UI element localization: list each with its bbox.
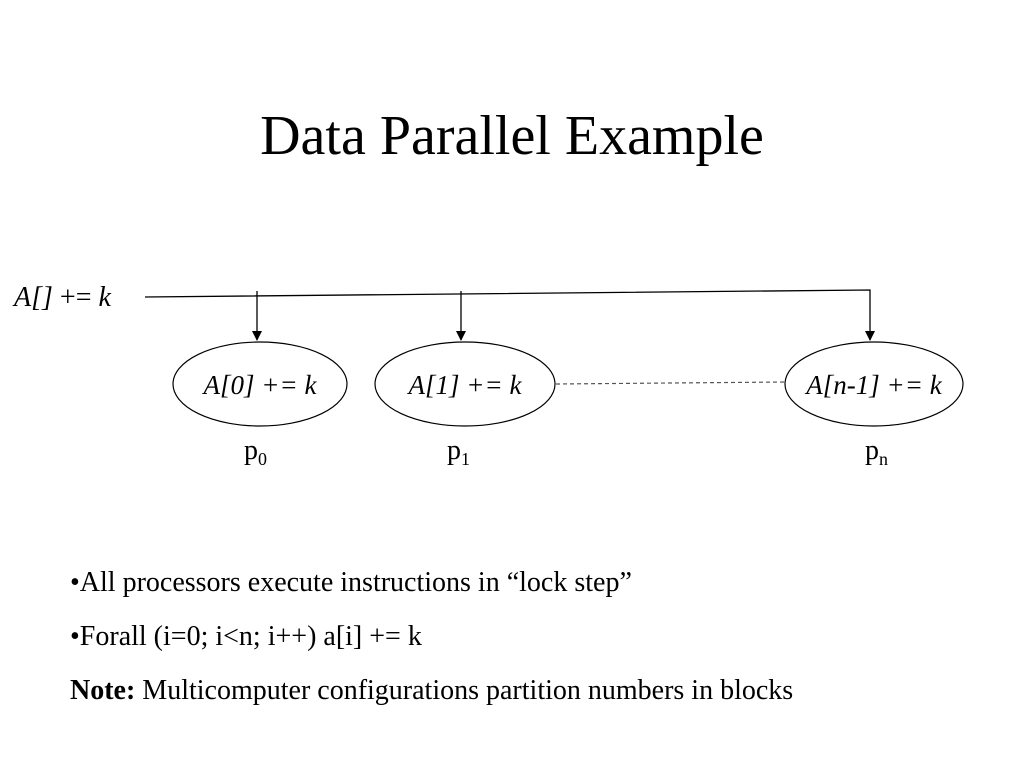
bullet-forall: •Forall (i=0; i<n; i++) a[i] += k bbox=[70, 621, 422, 652]
dashed-ellipsis-link bbox=[555, 381, 787, 385]
source-label-name: A bbox=[12, 282, 32, 313]
source-label-var: k bbox=[99, 282, 112, 313]
bullet-lock-step: •All processors execute instructions in … bbox=[70, 567, 632, 598]
processor-node-1 bbox=[374, 341, 556, 427]
processor-node-0 bbox=[172, 341, 348, 427]
slide-title: Data Parallel Example bbox=[260, 105, 764, 167]
broadcast-line bbox=[144, 289, 875, 341]
processor-label-1: p1 bbox=[447, 435, 470, 469]
processor-label-n: pn bbox=[865, 435, 888, 469]
source-label: A[] += k bbox=[12, 282, 112, 313]
bullet-list: •All processors execute instructions in … bbox=[70, 556, 1010, 718]
processor-expr-0: A[0] += k bbox=[202, 370, 318, 400]
note-text: Multicomputer configurations partition n… bbox=[135, 675, 794, 706]
note-label: Note: bbox=[70, 675, 136, 706]
processor-label-0: p0 bbox=[244, 435, 267, 469]
processor-expr-1: A[1] += k bbox=[407, 370, 523, 400]
source-label-op: += bbox=[53, 282, 99, 313]
processor-node-n bbox=[784, 341, 964, 427]
note-line: Note: Multicomputer configurations parti… bbox=[70, 664, 1010, 718]
processor-expr-n: A[n-1] += k bbox=[804, 370, 942, 400]
source-label-brackets: [] bbox=[31, 282, 53, 313]
